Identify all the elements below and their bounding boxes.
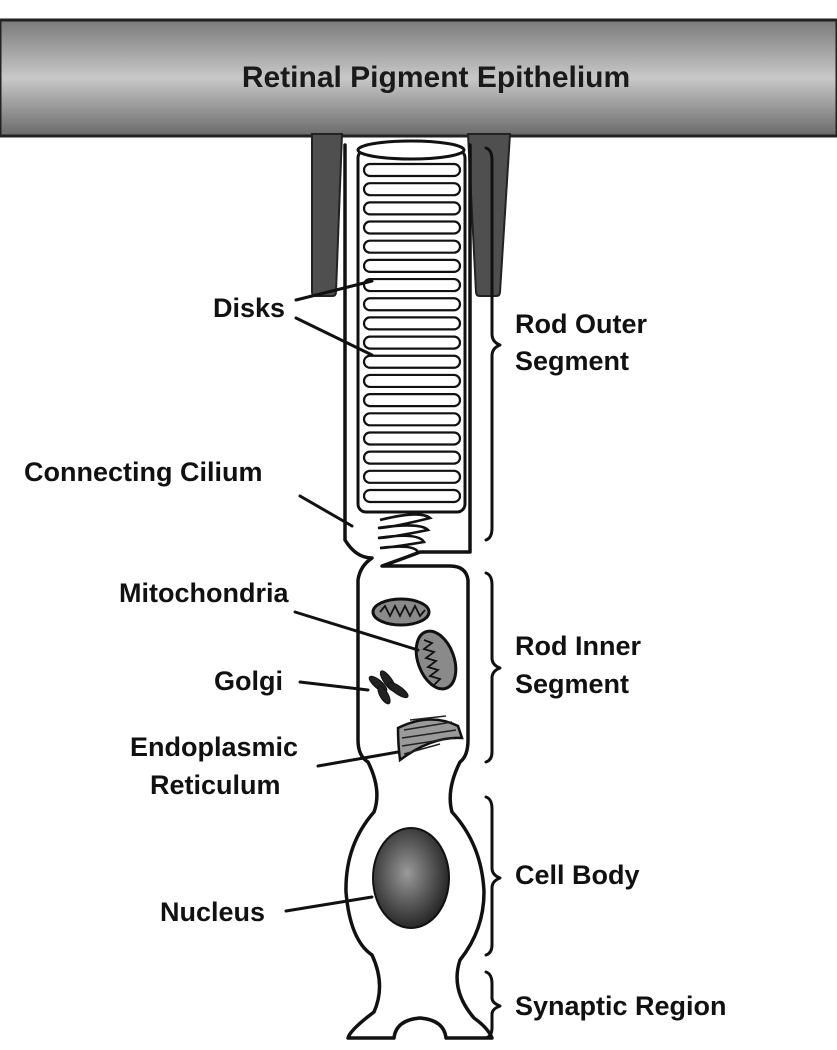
disk xyxy=(362,182,462,197)
region-cell-body: Cell Body xyxy=(515,860,640,890)
epithelium-band xyxy=(0,18,837,138)
region-outer-line1: Rod Outer xyxy=(515,309,647,339)
connecting-cilium-leader xyxy=(298,494,354,528)
retinal-pigment-epithelium: Retinal Pigment Epithelium xyxy=(0,18,837,297)
brace-inner-segment xyxy=(484,571,502,764)
mitochondrion-2 xyxy=(414,629,458,691)
disk xyxy=(362,162,462,178)
disk xyxy=(362,201,462,216)
disk xyxy=(362,393,462,408)
mitochondrion-1 xyxy=(371,597,431,627)
label-golgi: Golgi xyxy=(214,666,283,696)
disk xyxy=(362,277,462,293)
disk-stack xyxy=(362,162,462,504)
disks-leader-upper xyxy=(294,279,374,302)
epithelium-left-process xyxy=(311,133,344,297)
label-er-line1: Endoplasmic xyxy=(130,732,298,762)
nucleus-leader xyxy=(284,895,374,913)
label-er-line2: Reticulum xyxy=(150,770,281,800)
disk xyxy=(362,335,462,350)
disk xyxy=(362,373,462,389)
disk xyxy=(362,258,462,273)
region-outer-line2: Segment xyxy=(515,346,629,376)
label-mitochondria: Mitochondria xyxy=(119,578,289,608)
brace-synaptic-region xyxy=(484,970,502,1040)
disks-leader-lower xyxy=(294,316,374,357)
endoplasmic-reticulum xyxy=(396,715,464,763)
epithelium-title: Retinal Pigment Epithelium xyxy=(242,61,630,94)
disk xyxy=(362,450,462,465)
epithelium-right-process xyxy=(466,133,512,297)
disk xyxy=(362,354,462,369)
golgi-apparatus xyxy=(368,670,409,705)
leader-lines xyxy=(284,279,420,913)
disk xyxy=(362,431,462,446)
region-synaptic: Synaptic Region xyxy=(515,991,727,1021)
region-inner-line2: Segment xyxy=(515,669,629,699)
structure-labels: Disks Connecting Cilium Mitochondria Gol… xyxy=(24,293,298,927)
brace-outer-segment xyxy=(484,146,502,542)
mitochondria-leader xyxy=(293,610,420,652)
disk xyxy=(362,239,462,254)
disk xyxy=(362,412,462,427)
disk xyxy=(362,469,462,484)
label-nucleus: Nucleus xyxy=(160,897,265,927)
label-connecting-cilium: Connecting Cilium xyxy=(24,457,263,487)
region-labels: Rod Outer Segment Rod Inner Segment Cell… xyxy=(515,309,727,1021)
connecting-cilium xyxy=(377,513,433,553)
outer-segment xyxy=(356,139,467,514)
nucleus xyxy=(372,827,450,929)
er-leader xyxy=(316,750,400,768)
region-inner-line1: Rod Inner xyxy=(515,631,641,661)
brace-cell-body xyxy=(484,795,502,957)
disk xyxy=(362,316,462,331)
disk xyxy=(362,220,462,235)
cell-membrane-outline xyxy=(343,143,494,1040)
golgi-leader xyxy=(298,680,370,692)
region-braces xyxy=(484,146,502,1040)
outer-segment-top-ellipse xyxy=(356,139,466,161)
disk xyxy=(362,488,462,504)
disk xyxy=(362,297,462,312)
label-disks: Disks xyxy=(213,293,285,323)
